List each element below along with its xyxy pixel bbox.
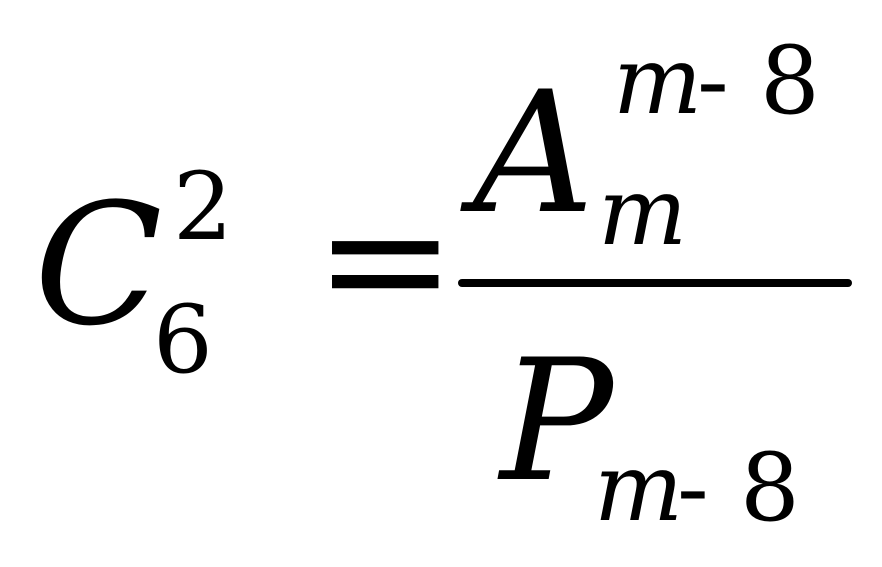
fraction-bar — [458, 279, 852, 287]
numerator-subscript-variable: m — [598, 158, 688, 267]
numerator-superscript-number: 8 — [760, 27, 820, 136]
lhs-symbol-c: C — [34, 167, 163, 363]
lhs-superscript: 2 — [173, 153, 233, 262]
denominator-symbol-p: P — [500, 323, 614, 519]
numerator-superscript-variable: m — [613, 27, 703, 136]
denominator-subscript-number: 8 — [740, 434, 800, 543]
numerator-superscript-operator: - — [697, 27, 729, 136]
equals-sign: = — [314, 161, 457, 359]
lhs-subscript: 6 — [153, 286, 213, 395]
numerator-symbol-a: A — [473, 55, 595, 251]
denominator-subscript-variable: m — [594, 434, 684, 543]
denominator-subscript-operator: - — [677, 434, 709, 543]
